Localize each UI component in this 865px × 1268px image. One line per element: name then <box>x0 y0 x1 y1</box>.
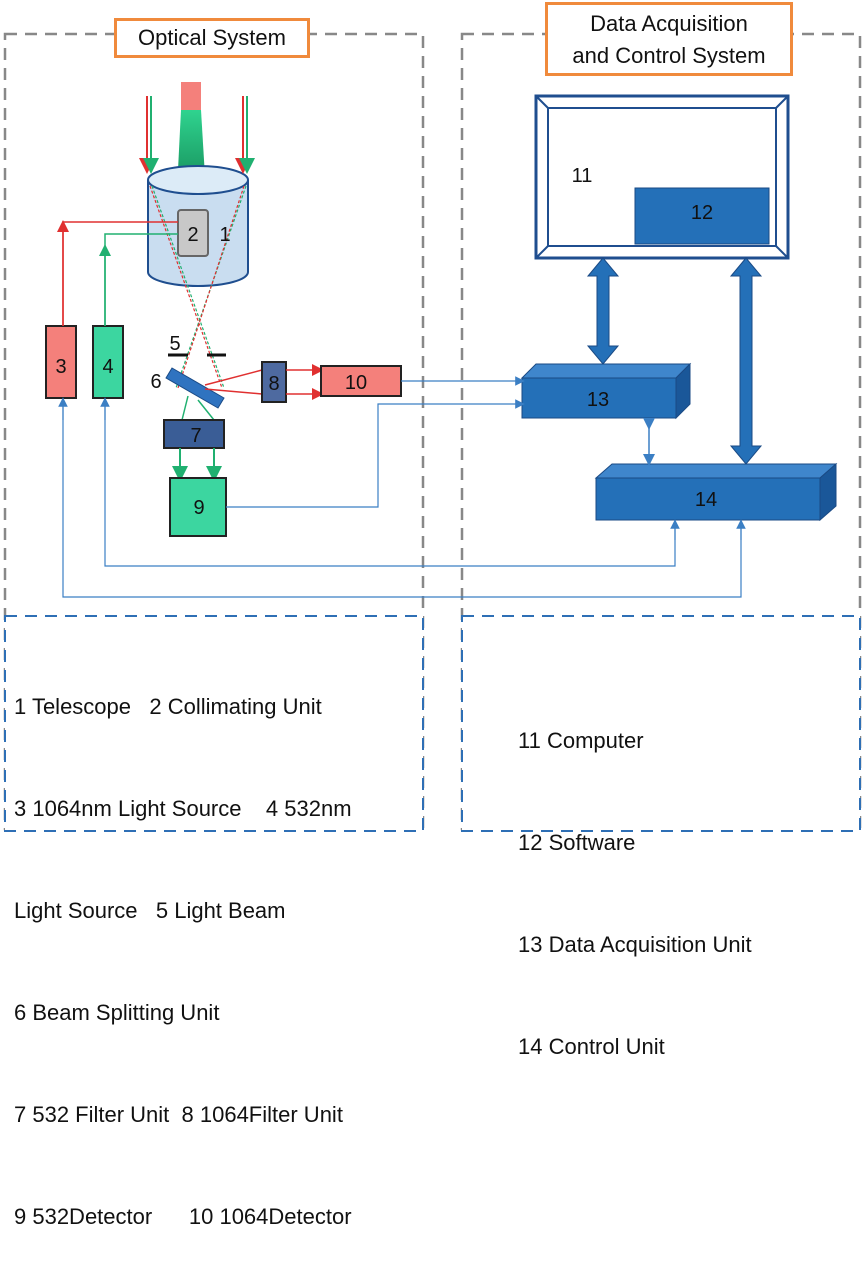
daq-title-line1: Data Acquisition <box>590 11 748 36</box>
legend-left-frame <box>4 615 424 832</box>
signal-532-daq <box>226 399 525 508</box>
arrow-computer-daq <box>586 257 620 365</box>
label-13: 13 <box>587 389 609 411</box>
legend-left-line: 1 Telescope 2 Collimating Unit <box>14 694 322 719</box>
legend-right-line: 12 Software <box>518 830 636 855</box>
filter-unit-532 <box>163 419 225 449</box>
label-8: 8 <box>268 373 279 395</box>
legend-right: 11 Computer 12 Software 13 Data Acquisit… <box>518 656 752 1098</box>
control-unit <box>595 477 821 521</box>
legend-right-frame <box>461 615 861 832</box>
label-12: 12 <box>691 202 713 224</box>
label-7: 7 <box>190 425 201 447</box>
legend-right-line: 13 Data Acquisition Unit <box>518 932 752 957</box>
diagram-canvas: 2 1 3 4 5 6 7 8 9 10 11 12 13 14 Optical… <box>3 2 862 1229</box>
control-532-source <box>104 401 676 567</box>
label-3: 3 <box>55 356 66 378</box>
daq-title-line2: and Control System <box>572 43 766 68</box>
detector-532 <box>169 477 227 537</box>
optical-system-title: Optical System <box>114 18 310 58</box>
label-1: 1 <box>219 224 230 246</box>
laser-beam-red <box>181 82 201 114</box>
label-10: 10 <box>345 372 367 394</box>
arrow-computer-control <box>729 257 763 465</box>
filter-unit-1064 <box>261 361 287 403</box>
label-11: 11 <box>572 165 593 187</box>
label-5: 5 <box>169 333 180 355</box>
light-source-1064 <box>45 325 77 399</box>
legend-left-line: 7 532 Filter Unit 8 1064Filter Unit <box>14 1102 343 1127</box>
software <box>634 187 770 245</box>
detector-1064 <box>320 365 402 397</box>
beam-splitting-unit <box>165 367 225 409</box>
label-14: 14 <box>695 489 717 511</box>
legend-left-line: 6 Beam Splitting Unit <box>14 1000 220 1025</box>
control-1064-source <box>62 401 742 598</box>
legend-left-line: Light Source 5 Light Beam <box>14 898 286 923</box>
legend-right-line: 11 Computer <box>518 728 644 753</box>
label-4: 4 <box>102 356 113 378</box>
light-source-532 <box>92 325 124 399</box>
telescope-top <box>147 165 249 195</box>
legend-left: 1 Telescope 2 Collimating Unit 3 1064nm … <box>14 622 352 1268</box>
label-2: 2 <box>187 224 198 246</box>
label-6: 6 <box>150 371 161 393</box>
legend-left-line: 9 532Detector 10 1064Detector <box>14 1204 352 1229</box>
collimating-unit <box>177 209 209 257</box>
optical-system-title-text: Optical System <box>138 25 286 50</box>
data-acquisition-unit <box>521 377 677 419</box>
legend-left-line: 3 1064nm Light Source 4 532nm <box>14 796 352 821</box>
legend-right-line: 14 Control Unit <box>518 1034 665 1059</box>
daq-system-title: Data Acquisition and Control System <box>545 2 793 76</box>
label-9: 9 <box>193 497 204 519</box>
optical-daq-diagram: 2 1 3 4 5 6 7 8 9 10 11 12 13 14 <box>3 32 862 832</box>
